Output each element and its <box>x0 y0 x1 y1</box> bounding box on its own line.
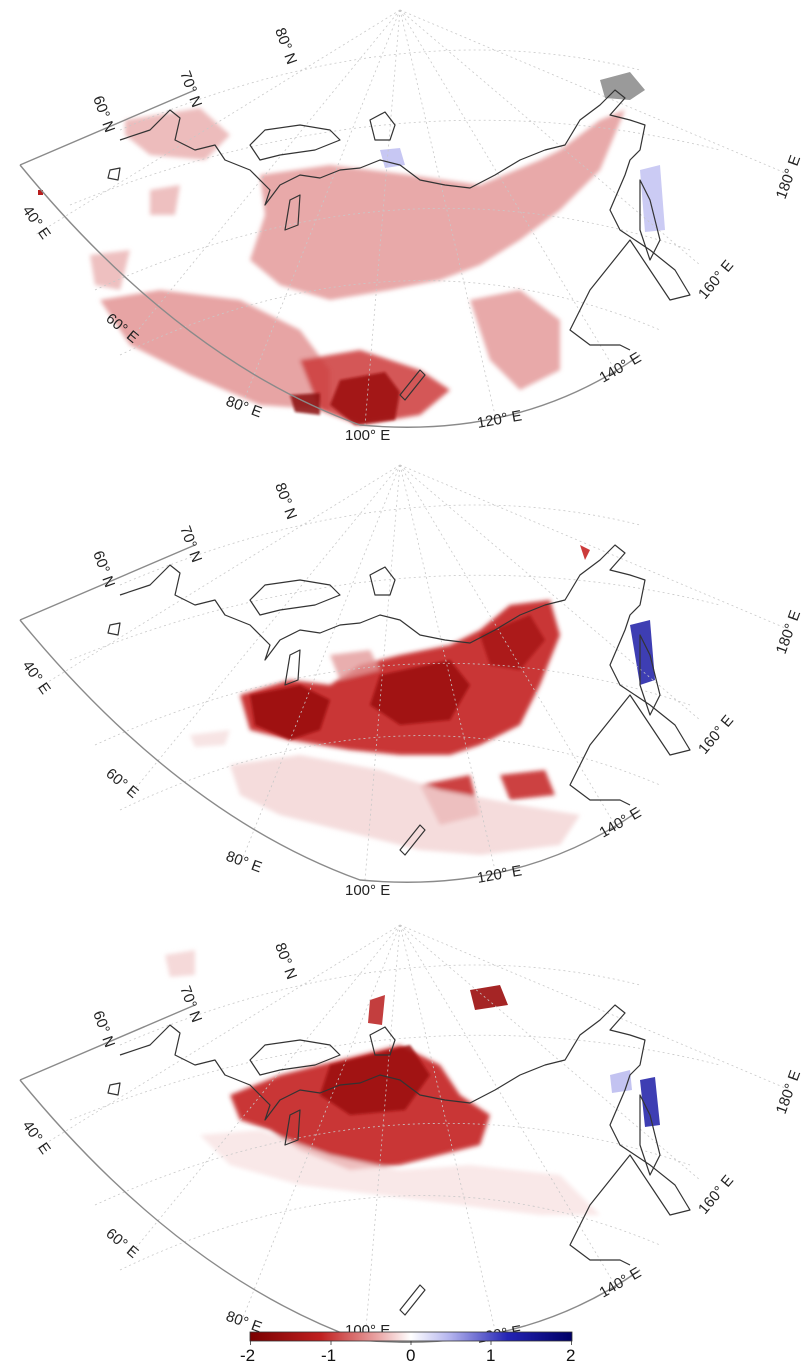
colorbar: -2 -1 0 1 2 <box>240 1331 575 1365</box>
data-field-top <box>38 72 665 425</box>
graticule-bottom <box>34 924 791 1341</box>
lat-label: 70° N <box>176 524 205 565</box>
lon-label: 40° E <box>19 203 54 243</box>
lon-label: 180° E <box>773 608 803 656</box>
lon-label: 80° E <box>224 848 264 877</box>
lat-label: 60° N <box>89 1009 118 1050</box>
lon-label: 40° E <box>19 658 54 698</box>
graticule-top <box>34 9 791 426</box>
lon-label: 160° E <box>695 257 737 303</box>
data-field-middle <box>190 545 655 855</box>
lat-label: 70° N <box>176 984 205 1025</box>
lat-label: 70° N <box>176 69 205 110</box>
coastline-middle <box>107 544 691 856</box>
colorbar-tick-label: -1 <box>321 1346 336 1365</box>
colorbar-ticks <box>250 1341 572 1345</box>
lon-label: 180° E <box>773 153 803 201</box>
lat-label: 80° N <box>271 26 300 67</box>
lon-label: 40° E <box>19 1118 54 1158</box>
coastline-bottom <box>107 1004 691 1316</box>
colorbar-ramp <box>249 1331 573 1342</box>
lon-label: 100° E <box>345 882 390 899</box>
lon-label: 140° E <box>597 349 645 386</box>
lat-label: 60° N <box>89 94 118 135</box>
lon-label: 140° E <box>597 1264 645 1301</box>
map-frame-top <box>19 89 641 428</box>
lon-label: 60° E <box>102 765 141 802</box>
colorbar-tick-label: 0 <box>406 1346 415 1365</box>
colorbar-tick-label: -2 <box>240 1346 255 1365</box>
lat-label: 80° N <box>271 481 300 522</box>
data-field-bottom <box>165 950 660 1215</box>
map-panel-bottom: 80° N 70° N 60° N 40° E 60° E 80° E 100°… <box>19 924 803 1347</box>
lat-labels-middle: 80° N 70° N 60° N <box>89 481 300 590</box>
lon-label: 120° E <box>476 862 523 887</box>
colorbar-tick-label: 1 <box>486 1346 495 1365</box>
lon-label: 160° E <box>695 1172 737 1218</box>
map-frame-middle <box>19 544 641 883</box>
coastline-top <box>107 89 691 401</box>
graticule-middle <box>34 464 791 881</box>
lon-label: 140° E <box>597 804 645 841</box>
lon-label: 160° E <box>695 712 737 758</box>
map-panel-middle: 80° N 70° N 60° N 40° E 60° E 80° E 100°… <box>19 464 803 899</box>
lon-label: 120° E <box>476 407 523 432</box>
lat-label: 80° N <box>271 941 300 982</box>
lon-label: 100° E <box>345 427 390 444</box>
lon-label: 180° E <box>773 1068 803 1116</box>
lat-label: 60° N <box>89 549 118 590</box>
colorbar-tick-label: 2 <box>566 1346 575 1365</box>
lon-label: 60° E <box>102 1225 141 1262</box>
map-panel-top: 80° N 70° N 60° N 40° E 60° E 80° E 100°… <box>19 9 803 444</box>
